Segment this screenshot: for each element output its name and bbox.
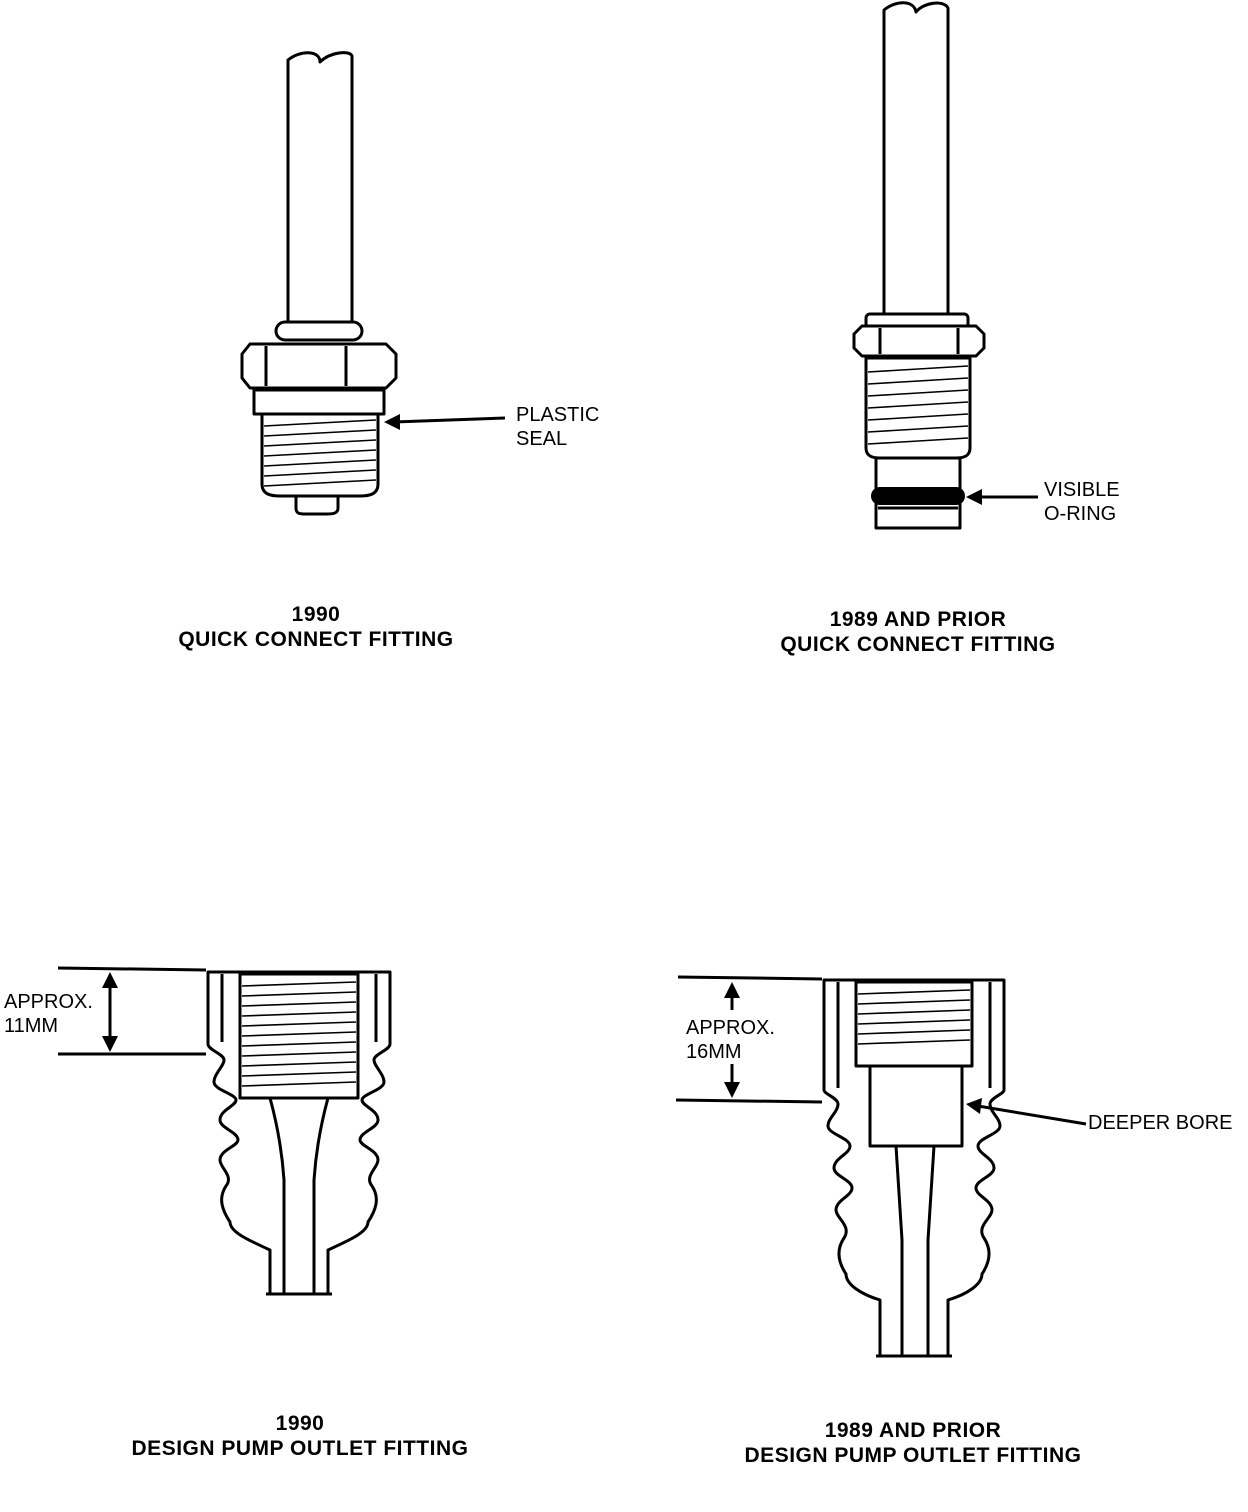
- dimension-16mm-label: APPROX. 16MM: [686, 1016, 775, 1064]
- caption-pump-outlet-1989-line2: DESIGN PUMP OUTLET FITTING: [744, 1444, 1082, 1467]
- dimension-11mm-label: APPROX. 11MM: [4, 990, 93, 1038]
- caption-quick-connect-1990: 1990 QUICK CONNECT FITTING: [116, 602, 516, 652]
- o-ring: [871, 487, 965, 505]
- plastic-seal-callout-line2: SEAL: [516, 428, 568, 450]
- caption-quick-connect-1989-line2: QUICK CONNECT FITTING: [780, 633, 1056, 656]
- caption-quick-connect-1990-line2: QUICK CONNECT FITTING: [178, 628, 454, 651]
- visible-o-ring-callout: VISIBLE O-RING: [1044, 478, 1120, 526]
- threads-1989-qc: [867, 365, 969, 445]
- quick-connect-1990-drawing: [240, 51, 506, 516]
- caption-pump-outlet-1990-line1: 1990: [275, 1412, 325, 1435]
- deeper-bore-callout-text: DEEPER BORE: [1088, 1112, 1233, 1134]
- dimension-16mm-line2: 16MM: [686, 1041, 742, 1063]
- caption-quick-connect-1989: 1989 AND PRIOR QUICK CONNECT FITTING: [718, 607, 1118, 657]
- dimension-16mm-line1: APPROX.: [686, 1017, 775, 1039]
- threads-1989-pump: [857, 989, 971, 1045]
- pump-outlet-1989-drawing: [675, 975, 1087, 1358]
- dimension-11mm-line1: APPROX.: [4, 991, 93, 1013]
- caption-pump-outlet-1989: 1989 AND PRIOR DESIGN PUMP OUTLET FITTIN…: [690, 1418, 1136, 1468]
- visible-o-ring-callout-line1: VISIBLE: [1044, 479, 1120, 501]
- threads-1990-pump: [241, 981, 357, 1087]
- threads-1990-qc: [263, 419, 377, 487]
- caption-quick-connect-1989-line1: 1989 AND PRIOR: [829, 608, 1007, 631]
- quick-connect-1989-drawing: [852, 1, 1038, 530]
- deeper-bore-callout: DEEPER BORE: [1088, 1111, 1232, 1135]
- caption-pump-outlet-1989-line1: 1989 AND PRIOR: [824, 1419, 1002, 1442]
- caption-quick-connect-1990-line1: 1990: [291, 603, 341, 626]
- dimension-11mm-line2: 11MM: [4, 1015, 59, 1037]
- visible-o-ring-callout-line2: O-RING: [1044, 503, 1117, 525]
- pump-outlet-1990-drawing: [57, 966, 392, 1296]
- plastic-seal-callout-line1: PLASTIC: [516, 404, 600, 426]
- caption-pump-outlet-1990: 1990 DESIGN PUMP OUTLET FITTING: [80, 1411, 520, 1461]
- plastic-seal-callout: PLASTIC SEAL: [516, 403, 599, 451]
- caption-pump-outlet-1990-line2: DESIGN PUMP OUTLET FITTING: [131, 1437, 469, 1460]
